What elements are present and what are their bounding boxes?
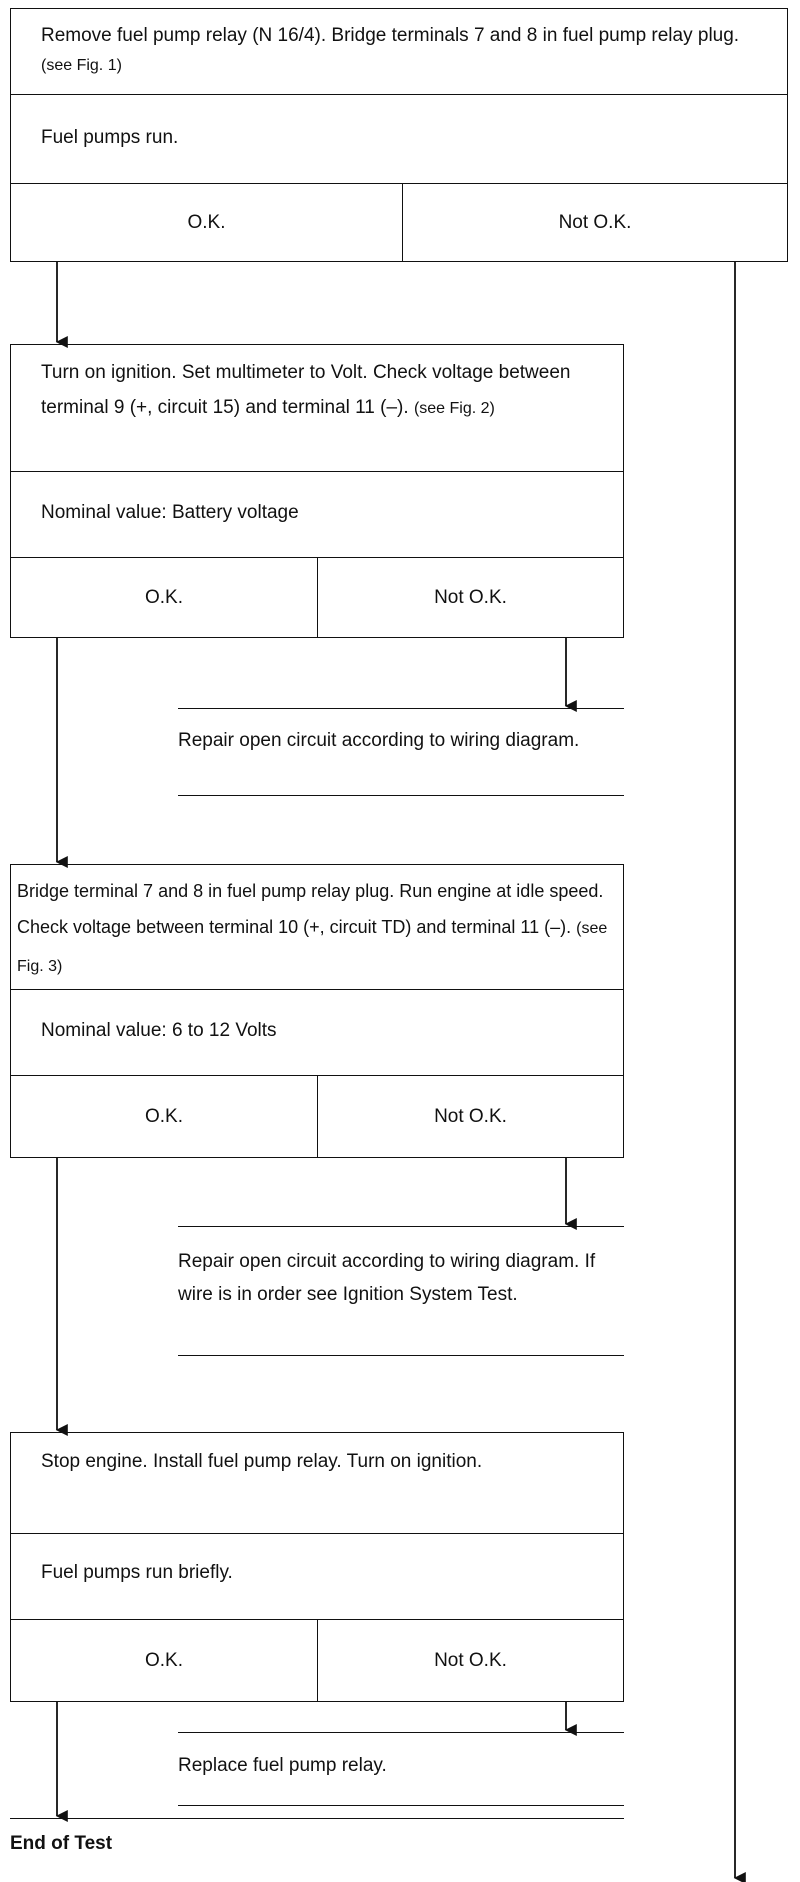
step-2-ok-label: O.K. [144, 586, 183, 608]
step-1-figure-ref: (see Fig. 1) [41, 57, 122, 74]
step-3-instruction: Bridge terminal 7 and 8 in fuel pump rel… [11, 865, 623, 989]
step-3-instruction-text: Bridge terminal 7 and 8 in fuel pump rel… [17, 881, 604, 937]
step-3-not-ok-label: Not O.K. [317, 1076, 623, 1157]
step-1-box: Remove fuel pump relay (N 16/4). Bridge … [10, 8, 788, 262]
step-1-instruction-text: Remove fuel pump relay (N 16/4). Bridge … [41, 25, 740, 46]
step-2-expected: Nominal value: Battery voltage [11, 471, 623, 557]
step-2-expected-text: Nominal value: Battery voltage [41, 502, 299, 523]
step-4-remedy-text: Replace fuel pump relay. [178, 1755, 387, 1776]
step-1-not-ok-label: Not O.K. [402, 184, 787, 261]
end-divider [10, 1818, 624, 1819]
step-2-result-row: O.K. Not O.K. [11, 557, 623, 637]
step-3-box: Bridge terminal 7 and 8 in fuel pump rel… [10, 864, 624, 1158]
step-2-instruction-text: Turn on ignition. Set multimeter to Volt… [41, 362, 571, 418]
step-3-expected: Nominal value: 6 to 12 Volts [11, 989, 623, 1075]
step-2-remedy-text: Repair open circuit according to wiring … [178, 730, 580, 751]
step-4-ok-label: O.K. [144, 1649, 183, 1671]
step-4-result-row: O.K. Not O.K. [11, 1619, 623, 1701]
step-4-expected: Fuel pumps run briefly. [11, 1533, 623, 1619]
step-1-expected: Fuel pumps run. [11, 94, 787, 183]
step-3-figure-ref: (see Fig. 3) [17, 920, 608, 975]
step-3-remedy-text: Repair open circuit according to wiring … [178, 1251, 596, 1305]
step-3-remedy: Repair open circuit according to wiring … [178, 1226, 624, 1356]
step-2-box: Turn on ignition. Set multimeter to Volt… [10, 344, 624, 638]
step-3-ok-label: O.K. [144, 1105, 183, 1127]
step-4-box: Stop engine. Install fuel pump relay. Tu… [10, 1432, 624, 1702]
end-of-test-label: End of Test [10, 1833, 113, 1854]
step-1-ok-label: O.K. [187, 211, 226, 233]
step-2-not-ok-label: Not O.K. [317, 558, 623, 637]
step-2-remedy: Repair open circuit according to wiring … [178, 708, 624, 796]
step-3-result-row: O.K. Not O.K. [11, 1075, 623, 1157]
step-3-expected-text: Nominal value: 6 to 12 Volts [41, 1020, 277, 1041]
step-2-instruction: Turn on ignition. Set multimeter to Volt… [11, 345, 623, 471]
step-4-instruction-text: Stop engine. Install fuel pump relay. Tu… [41, 1451, 483, 1472]
step-1-expected-text: Fuel pumps run. [41, 127, 179, 148]
step-4-instruction: Stop engine. Install fuel pump relay. Tu… [11, 1433, 623, 1533]
step-2-figure-ref: (see Fig. 2) [413, 400, 495, 417]
step-1-result-row: O.K. Not O.K. [11, 183, 787, 261]
step-4-remedy: Replace fuel pump relay. [178, 1732, 624, 1806]
step-1-instruction: Remove fuel pump relay (N 16/4). Bridge … [11, 9, 787, 94]
step-4-expected-text: Fuel pumps run briefly. [41, 1562, 233, 1583]
step-4-not-ok-label: Not O.K. [317, 1620, 623, 1701]
